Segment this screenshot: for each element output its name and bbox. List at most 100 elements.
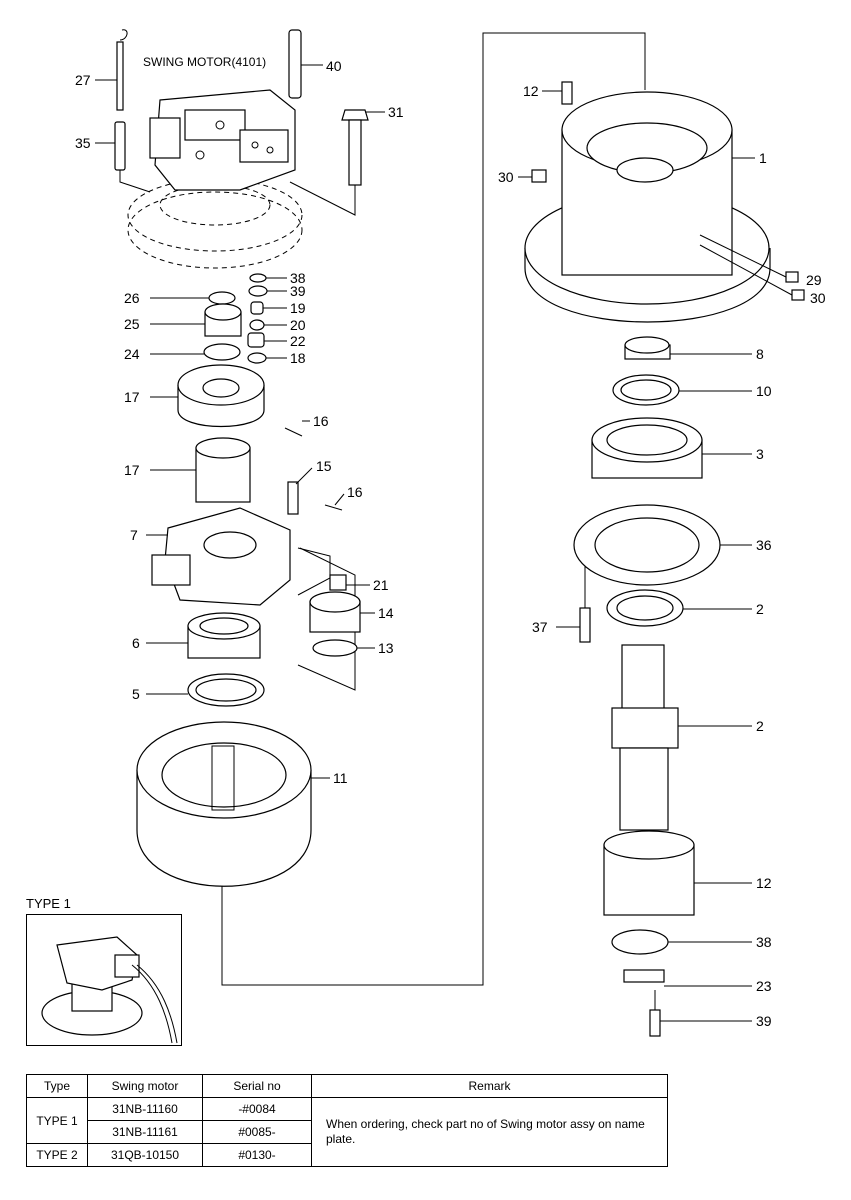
callout-29: 29 — [806, 272, 822, 288]
part-9-carrier — [151, 507, 291, 606]
part-1-housing — [524, 91, 771, 323]
assembly-link-line — [221, 32, 646, 986]
table-row: TYPE 2 31QB-10150 #0130- — [26, 1143, 668, 1167]
callout-2: 2 — [756, 718, 764, 734]
cell-type: TYPE 2 — [26, 1143, 88, 1167]
part-34-plate — [573, 504, 721, 586]
part-16-pin — [287, 481, 299, 515]
callout-33: 27 — [75, 72, 91, 88]
part-30-plug — [531, 169, 547, 183]
part-32-pin — [114, 121, 126, 171]
part-31-bolt — [341, 109, 369, 186]
part-24-gear — [247, 332, 265, 348]
part-17-pin — [284, 427, 303, 437]
part-8-plate — [624, 336, 671, 360]
callout-14: 13 — [378, 640, 394, 656]
callout-17: 16 — [313, 413, 329, 429]
part-39-washer — [248, 285, 268, 297]
callout-30: 30 — [498, 169, 514, 185]
assembly-link-line — [119, 170, 151, 193]
callout-12: 12 — [523, 83, 539, 99]
callout-16: 15 — [316, 458, 332, 474]
cell-serial-no: #0130- — [202, 1143, 312, 1167]
part-6-ring — [187, 673, 265, 707]
callout-31: 31 — [388, 104, 404, 120]
callout-30: 30 — [810, 290, 826, 306]
callout-23: 21 — [373, 577, 389, 593]
part-22-ring — [249, 319, 265, 331]
callout-18: 17 — [124, 462, 140, 478]
part-20-washer — [247, 352, 267, 364]
callout-6: 5 — [132, 686, 140, 702]
part-12-pin — [561, 81, 573, 105]
assembly-link-line — [289, 181, 356, 216]
part-19-carrier — [177, 364, 265, 428]
part-28-ring — [208, 291, 236, 305]
callout-10: 10 — [756, 383, 772, 399]
part-15-gear — [309, 591, 361, 633]
callout-40: 40 — [326, 58, 342, 74]
callout-27: 25 — [124, 316, 140, 332]
callout-38: 38 — [290, 270, 306, 286]
part-38-ring — [249, 273, 267, 283]
cell-serial-no: -#0084 — [202, 1097, 312, 1121]
part-21-bush — [250, 301, 264, 315]
part-27-gear — [204, 303, 242, 337]
callout-22: 20 — [290, 317, 306, 333]
callout-32: 35 — [75, 135, 91, 151]
part-30-plug — [791, 289, 805, 301]
callout-25: 23 — [756, 978, 772, 994]
part-11-ring-gear — [136, 721, 312, 887]
part-37-bolt — [649, 1009, 661, 1037]
assembly-link-line — [297, 547, 331, 596]
callout-20: 18 — [290, 350, 306, 366]
callout-35: 37 — [532, 619, 548, 635]
table-row: 31NB-11161 #0085- — [27, 1120, 668, 1144]
cell-type: TYPE 1 — [26, 1097, 88, 1144]
part-33-pin — [116, 29, 128, 111]
header-swing-motor: Swing motor — [87, 1074, 203, 1098]
callout-36: 38 — [756, 934, 772, 950]
part-36-plate — [611, 929, 669, 955]
part-13-pinion — [603, 830, 695, 916]
cell-serial-no: #0085- — [202, 1120, 312, 1144]
callout-9: 7 — [130, 527, 138, 543]
callout-37: 39 — [756, 1013, 772, 1029]
diagram-title: SWING MOTOR(4101) — [143, 55, 266, 69]
callout-28: 26 — [124, 290, 140, 306]
callout-39: 39 — [290, 283, 306, 299]
callout-19: 17 — [124, 389, 140, 405]
callout-labels: 27 35 40 31 38 39 19 20 22 18 26 25 24 1… — [75, 58, 826, 1029]
leader-lines — [95, 64, 793, 1022]
part-17-pin — [324, 504, 343, 511]
part-23-bearing — [329, 574, 347, 591]
cell-remark: When ordering, check part no of Swing mo… — [311, 1097, 668, 1167]
swing-motor-assembly — [127, 89, 303, 269]
header-remark: Remark — [311, 1074, 668, 1098]
callout-3: 2 — [756, 601, 764, 617]
callout-21: 19 — [290, 300, 306, 316]
callout-7: 6 — [132, 635, 140, 651]
callout-5: 3 — [756, 446, 764, 462]
part-18-gear — [195, 437, 251, 503]
callout-34: 36 — [756, 537, 772, 553]
callout-15: 14 — [378, 605, 394, 621]
header-type: Type — [26, 1074, 88, 1098]
part-3-seal — [606, 589, 684, 627]
part-5-bearing — [591, 417, 703, 479]
callout-24: 22 — [290, 333, 306, 349]
part-40-pin — [288, 29, 302, 99]
header-serial-no: Serial no — [202, 1074, 312, 1098]
table-header-row: Type Swing motor Serial no Remark — [26, 1074, 668, 1098]
callout-1: 1 — [759, 150, 767, 166]
part-25-lock-plate — [623, 969, 665, 983]
cell-swing-motor: 31QB-10150 — [87, 1143, 203, 1167]
table-row: TYPE 1 31NB-11160 -#0084 When ordering, … — [26, 1097, 668, 1167]
part-7-bearing — [187, 612, 261, 659]
part-29-plug — [785, 271, 799, 283]
callout-8: 8 — [756, 346, 764, 362]
callout-26: 24 — [124, 346, 140, 362]
part-2-shaft — [611, 644, 679, 831]
cell-swing-motor: 31NB-11160 — [87, 1097, 203, 1121]
